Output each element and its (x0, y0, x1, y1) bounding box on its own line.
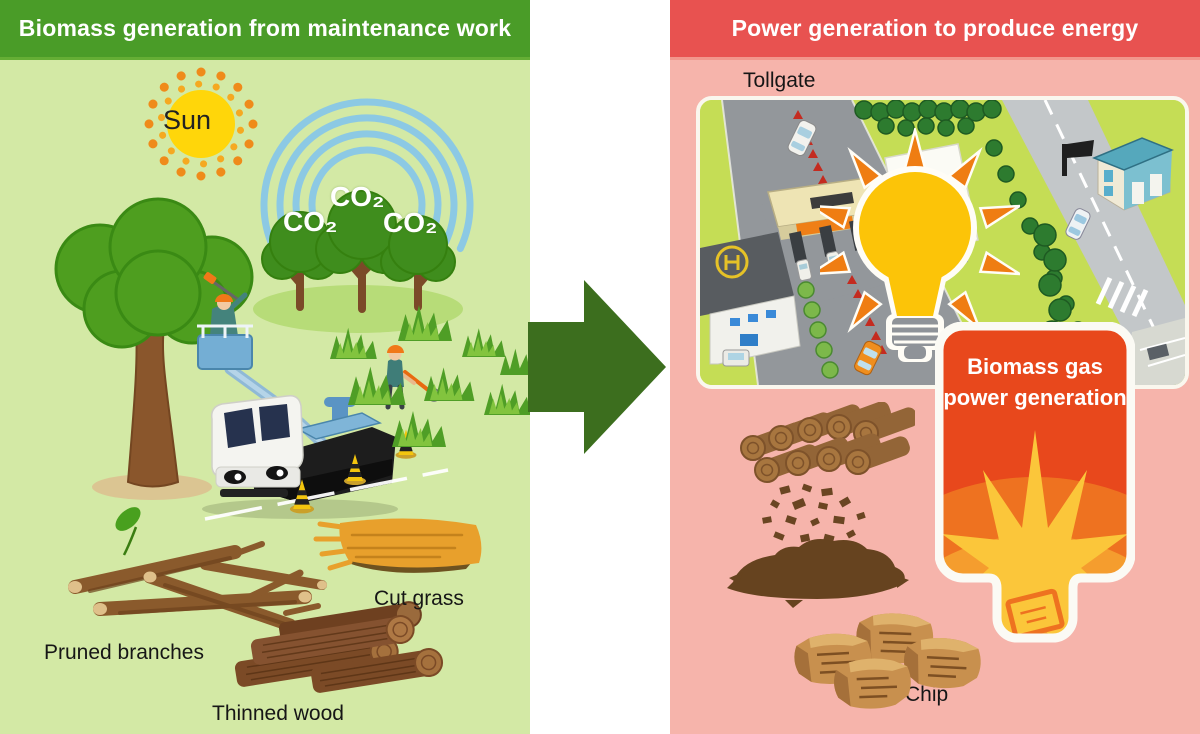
car-silver (1065, 208, 1091, 240)
left-header-title: Biomass generation from maintenance work (18, 15, 512, 41)
left-panel-header: Biomass generation from maintenance work (0, 0, 530, 60)
car-white (787, 119, 817, 157)
co2-label-center: CO₂ (330, 181, 385, 212)
co2-label-left: CO₂ (283, 206, 338, 237)
light-bulb-icon (805, 125, 1025, 363)
sun-label: Sun (163, 105, 212, 135)
biomass-flame-badge-icon (934, 321, 1136, 652)
large-tree-icon (54, 197, 254, 500)
thinned-wood-label: Thinned wood (212, 702, 344, 725)
badge-title-line2: power generation (943, 385, 1127, 410)
sun-icon (144, 67, 258, 181)
right-header-title: Power generation to produce energy (731, 15, 1139, 41)
cut-grass-label: Cut grass (374, 587, 464, 610)
thinned-wood-logs-icon (234, 601, 444, 693)
co2-absorption-arcs-icon (260, 98, 474, 253)
parking-area (1124, 318, 1185, 385)
left-panel: Biomass generation from maintenance work (0, 0, 530, 734)
co2-trees-icon (253, 190, 463, 333)
co2-label-right: CO₂ (383, 207, 438, 238)
pruned-branches-label: Pruned branches (44, 641, 204, 664)
right-house (1092, 137, 1174, 211)
wood-chipping-pile-icon (715, 398, 922, 612)
car-orange (854, 340, 882, 376)
road-line (204, 468, 449, 521)
flow-arrow-icon (528, 280, 668, 455)
right-panel-header: Power generation to produce energy (670, 0, 1200, 60)
helipad-building (700, 232, 801, 367)
cut-grass-pile-icon (313, 518, 482, 573)
chip-label: Chip (905, 683, 949, 706)
badge-title-line1: Biomass gas (967, 354, 1103, 379)
road-sign (1062, 140, 1094, 176)
leaf-icon (115, 507, 141, 556)
left-illustration (54, 67, 530, 693)
tollgate-label: Tollgate (743, 69, 816, 92)
pruned-branches-icon (68, 507, 327, 632)
